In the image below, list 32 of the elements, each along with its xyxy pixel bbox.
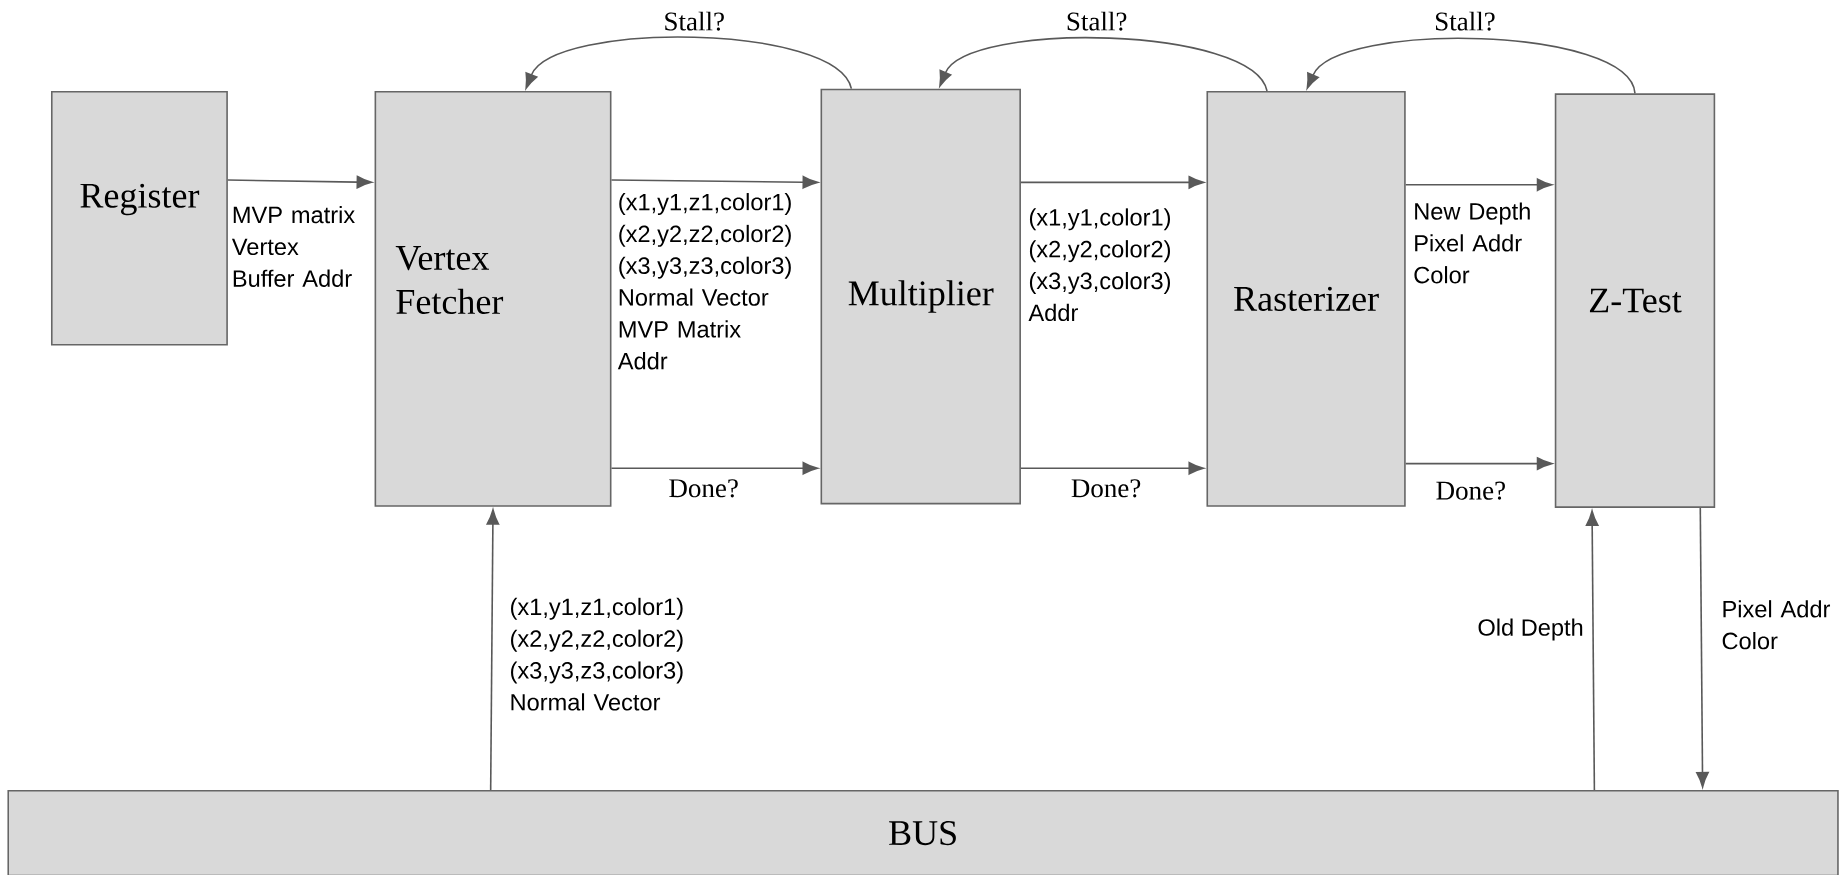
edge-label: (x1,y1,z1,color1) (x2,y2,z2,color2) (x3,y3,z3,color3) Normal Vector MVP Matrix Addr bbox=[615, 190, 797, 372]
arrow bbox=[610, 461, 819, 475]
arrow bbox=[1585, 510, 1599, 791]
arrow bbox=[1020, 175, 1205, 189]
edge-label: Stall? bbox=[661, 9, 727, 33]
arrow bbox=[486, 508, 500, 791]
edge-label: Done? bbox=[1433, 479, 1509, 502]
process-box: Z-Test bbox=[1554, 93, 1716, 508]
process-box: Register bbox=[51, 90, 228, 346]
edge-label: (x1,y1,z1,color1) (x2,y2,z2,color2) (x3,y3,z3,color3) Normal Vector bbox=[507, 595, 692, 713]
edge-label: (x1,y1,color1) (x2,y2,color2) (x3,y3,color3) Addr bbox=[1026, 206, 1177, 323]
edge-label: New Depth Pixel Addr Color bbox=[1411, 200, 1536, 286]
arrow bbox=[1306, 37, 1636, 94]
edge-label: Stall? bbox=[1432, 9, 1498, 33]
arrow bbox=[227, 175, 373, 189]
arrow bbox=[1404, 457, 1553, 470]
edge-label: Pixel Addr Color bbox=[1719, 597, 1836, 652]
bus-bar: BUS bbox=[7, 789, 1839, 875]
edge-label: MVP matrix Vertex Buffer Addr bbox=[229, 203, 360, 289]
process-box: Multiplier bbox=[820, 88, 1021, 505]
edge-label: Done? bbox=[666, 476, 741, 500]
arrow bbox=[610, 175, 819, 189]
arrow bbox=[1696, 506, 1709, 788]
edge-label: Stall? bbox=[1063, 9, 1130, 33]
arrow bbox=[939, 36, 1268, 92]
process-box: Vertex Fetcher bbox=[374, 90, 612, 507]
edge-label: Done? bbox=[1068, 476, 1144, 500]
arrow bbox=[1404, 178, 1553, 191]
arrow bbox=[525, 36, 853, 90]
process-box: Rasterizer bbox=[1206, 90, 1406, 507]
edge-label: Old Depth bbox=[1475, 616, 1586, 643]
arrow bbox=[1020, 461, 1205, 475]
